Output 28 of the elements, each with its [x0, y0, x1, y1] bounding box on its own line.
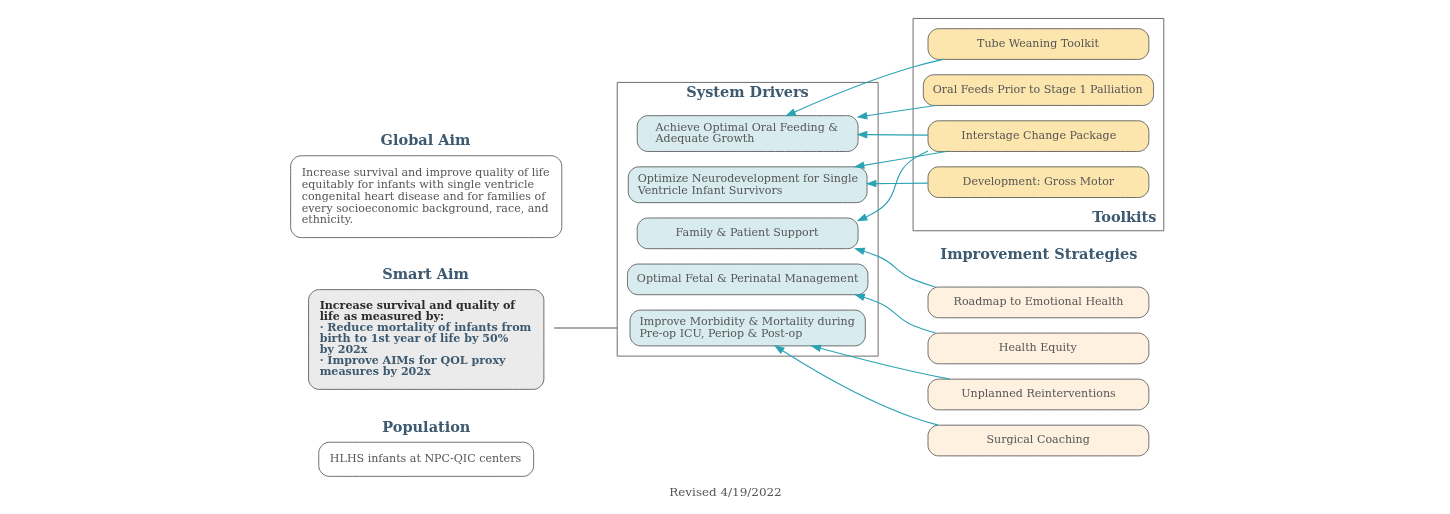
arrow	[856, 104, 936, 120]
node-box: Interstage Change Package	[927, 120, 1149, 152]
arrow	[856, 130, 928, 139]
node-box: Optimize Neurodevelopment for Single Ventricle Infant Survivors	[627, 166, 867, 204]
caption: Revised 4/19/2022	[668, 484, 782, 499]
node-box: Roadmap to Emotional Health	[927, 286, 1149, 319]
node-box: Unplanned Reinterventions	[927, 378, 1149, 411]
node-label: Global Aim	[380, 131, 470, 149]
node-box: Family & Patient Support	[636, 217, 858, 250]
label: Improvement Strategies	[939, 245, 1137, 262]
arrow	[853, 247, 936, 288]
node-box: Achieve Optimal Oral Feeding & Adequate Growth	[636, 115, 858, 152]
arrow	[853, 150, 947, 169]
node-box: Improve Morbidity & Mortality during Pre-op ICU, Periop & Post-op	[629, 309, 866, 347]
connector	[553, 327, 618, 329]
node-box: Optimal Fetal & Perinatal Management	[626, 263, 868, 296]
node-label: Population	[381, 417, 470, 435]
node-box: Health Equity	[927, 332, 1149, 365]
arrow	[773, 345, 939, 426]
node-box: Oral Feeds Prior to Stage 1 Palliation	[922, 74, 1154, 106]
arrow	[856, 150, 928, 222]
arrow	[853, 293, 936, 334]
arrow	[784, 58, 944, 117]
arrow	[865, 179, 928, 188]
node-box: Tube Weaning Toolkit	[927, 28, 1149, 60]
node-label: Smart Aim	[381, 265, 469, 283]
node-box: Development: Gross Motor	[927, 166, 1149, 198]
node-box: Surgical Coaching	[927, 424, 1149, 457]
